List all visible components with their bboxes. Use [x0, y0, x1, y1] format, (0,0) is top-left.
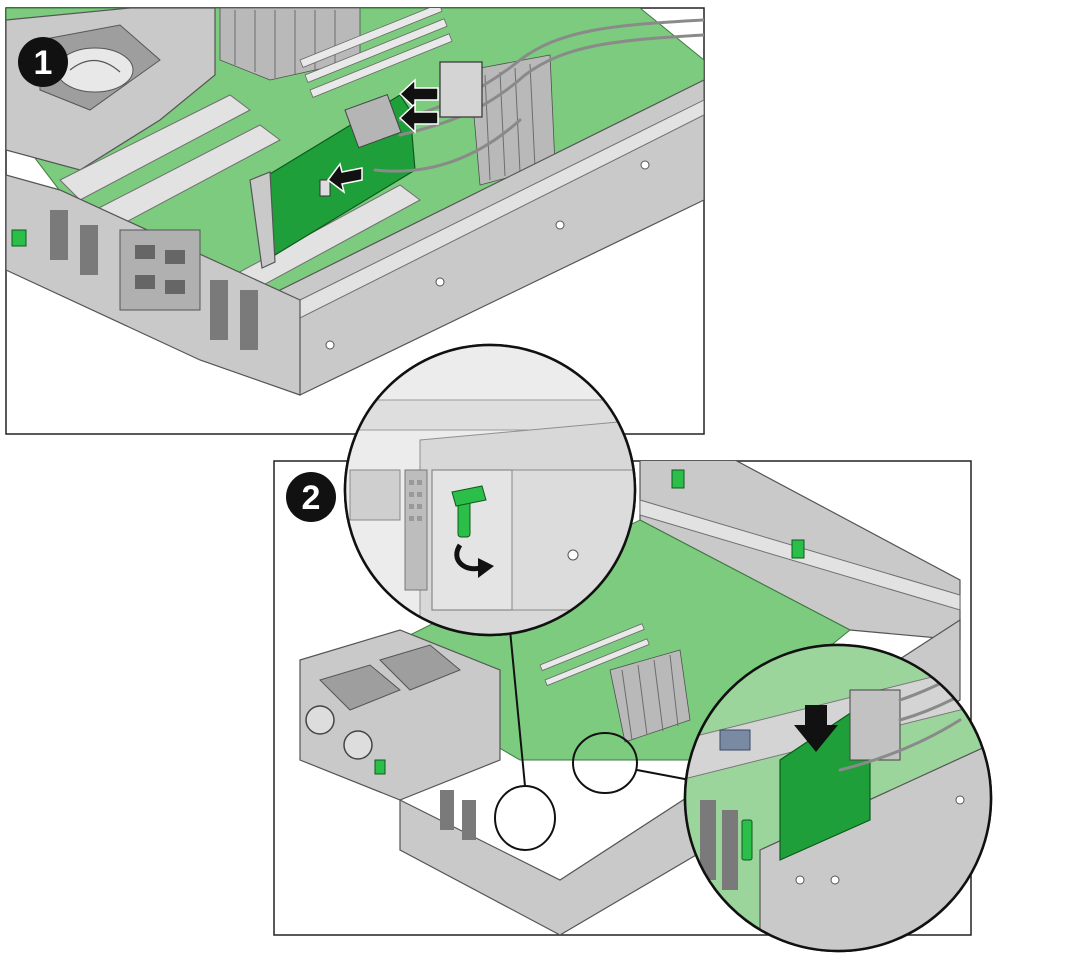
release-latch-2 [374, 759, 386, 775]
cover-latch-2 [791, 539, 805, 559]
zoom-card-connector [849, 689, 901, 761]
sas-cables [373, 18, 704, 173]
cable-connector [439, 61, 483, 118]
release-latch [11, 229, 27, 247]
zoom-latch-detail [343, 343, 637, 637]
cover-latch [671, 469, 685, 489]
step-2-badge: 2 [286, 472, 336, 522]
rear-io-panel [6, 174, 301, 396]
step-1-number: 1 [34, 44, 53, 82]
callout-line-right [636, 769, 691, 781]
callout-card-circle [572, 732, 638, 794]
pcie-slots [59, 94, 421, 296]
dimm-slots-2 [539, 623, 650, 687]
step-1-badge: 1 [18, 37, 68, 87]
zoom-card-detail [683, 643, 993, 953]
arrow-down-icon [794, 705, 838, 752]
card-bracket [249, 171, 276, 269]
arrow-left-icon [326, 78, 439, 194]
cpu-heatsink-2 [469, 54, 556, 186]
dimm-slots [299, 8, 453, 98]
drive-bays [299, 629, 501, 801]
zoom-chassis-wall [759, 739, 991, 951]
chassis-side-wall-2 [399, 618, 961, 935]
zoom-hba-card [779, 698, 871, 861]
curved-arrow-icon [454, 543, 481, 572]
step-1-panel: 1 [5, 7, 705, 435]
callout-line-top [509, 629, 526, 787]
card-connector [344, 93, 402, 149]
step-2-number: 2 [302, 479, 321, 517]
cpu-heatsink-3 [609, 649, 691, 743]
